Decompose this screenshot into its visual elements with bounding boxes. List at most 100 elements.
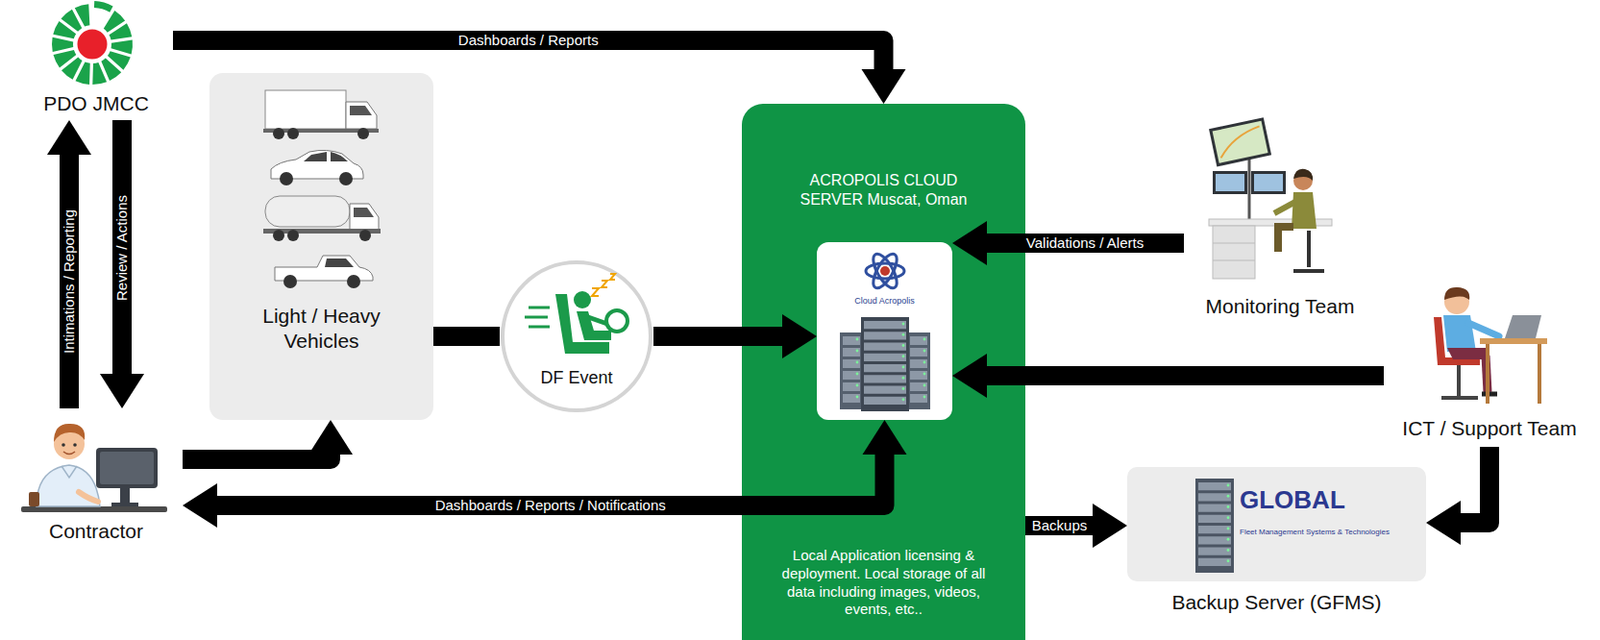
rack-slots-part <box>1227 484 1231 488</box>
ict-figure-part <box>1441 395 1478 400</box>
edge-label: Intimations / Reporting <box>59 204 79 357</box>
cloud-acropolis-logo-part <box>865 263 905 279</box>
rack-slots-part <box>923 395 927 399</box>
rack-slots-part <box>1227 548 1231 552</box>
rack-slots-part <box>863 353 907 362</box>
rack-slots-part <box>910 382 928 392</box>
pdo-logo-part <box>60 9 82 32</box>
edge-label-holder: Backups <box>1028 516 1092 536</box>
contractor-figure-part <box>78 492 99 502</box>
monitoring-figure-part <box>1215 173 1245 192</box>
cloud-server-rack-part <box>907 332 931 410</box>
node-title: DF Event <box>540 367 613 390</box>
tanker-truck-part <box>353 207 374 218</box>
rack-slots-part <box>910 359 928 369</box>
pdo-logo-part <box>100 57 122 80</box>
connector-arrow <box>433 326 500 346</box>
drowsy-driver-icon-part <box>588 317 608 324</box>
team-node: ICT / Support Team <box>1383 278 1596 447</box>
ict-figure-part <box>1444 289 1470 315</box>
contractor-figure-part <box>36 465 100 507</box>
rack-slots-part <box>1198 558 1231 567</box>
monitoring-figure-part <box>1208 219 1332 226</box>
car-part <box>330 151 348 162</box>
pdo-logo <box>51 0 133 85</box>
box-truck-part <box>287 127 299 140</box>
ict-figure-part <box>1485 344 1490 404</box>
rack-slots-part <box>842 347 861 357</box>
rack-slots-part <box>863 396 907 405</box>
pdo-logo-part <box>52 49 76 69</box>
ict-figure-part <box>1444 287 1470 300</box>
rack-slots-part <box>1227 494 1231 498</box>
drowsy-driver-icon-part <box>576 311 612 341</box>
cloud-acropolis-logo-part <box>880 266 890 276</box>
drowsy-driver-icon-part <box>524 307 550 327</box>
drowsy-driver-icon-part <box>573 291 591 309</box>
node-title: Light / Heavy Vehicles <box>240 303 404 355</box>
organization-node: PDO JMCC <box>19 0 173 121</box>
edge-label-holder: Dashboards / Reports <box>454 30 603 50</box>
pickup-truck <box>274 255 373 289</box>
connector-arrow <box>1025 516 1094 536</box>
monitoring-figure-part <box>1278 226 1294 252</box>
monitoring-figure-part <box>1291 192 1317 229</box>
backup-panel: Backup Server (GFMS) <box>1127 467 1427 582</box>
rack-slots-part <box>1198 515 1231 523</box>
connector-arrow <box>182 453 331 460</box>
actor-node: Contractor <box>9 408 183 548</box>
node-title: Backup Server (GFMS) <box>1171 590 1381 616</box>
pdo-logo-part <box>74 62 90 85</box>
monitoring-figure-part <box>1293 169 1313 181</box>
rack-slots-part <box>1227 527 1231 531</box>
cloud-server-rack-part <box>861 317 910 412</box>
rack-slots-part <box>910 347 928 357</box>
contractor-figure-part <box>53 423 85 443</box>
tanker-truck-part <box>349 203 379 233</box>
pdo-logo-part <box>103 10 125 33</box>
tanker-truck-part <box>265 196 350 227</box>
edge-label-holder: Review / Actions <box>112 190 132 304</box>
car-part <box>279 172 294 186</box>
node-title: Cloud Acropolis <box>854 295 915 307</box>
box-truck-part <box>263 128 379 133</box>
logo-text: GLOBAL <box>1239 485 1346 515</box>
contractor-figure-part <box>111 502 139 507</box>
edge-label: Validations / Alerts <box>1022 233 1148 253</box>
edge-label: Dashboards / Reports <box>454 30 603 50</box>
box-truck-part <box>265 90 346 129</box>
pickup-truck-part <box>274 255 373 281</box>
contractor-figure-part <box>99 451 154 485</box>
rack-slots-part <box>863 364 907 372</box>
ict-figure-part <box>1481 392 1498 397</box>
logo-text-holder: Fleet Management Systems & Technologies <box>1239 520 1390 539</box>
rack-slots-part <box>1227 516 1231 519</box>
ict-figure-part <box>1443 315 1477 352</box>
ict-figure <box>1433 287 1548 404</box>
connector-arrow <box>59 153 79 409</box>
cloud-server-rack-part <box>839 332 863 410</box>
rack-slots-part <box>902 354 906 358</box>
rack-slots-part <box>923 361 927 365</box>
car-part <box>270 149 364 179</box>
drowsy-driver-icon <box>524 273 628 354</box>
rack-slots <box>842 320 1231 567</box>
pdo-logo-part <box>111 39 133 54</box>
rack-slots-part <box>923 338 927 342</box>
pdo-logo-part <box>92 62 107 85</box>
pdo-logo-part <box>94 0 114 13</box>
node-title: ACROPOLIS CLOUD SERVER Muscat, Oman <box>792 171 976 210</box>
edge-label-holder: Intimations / Reporting <box>59 204 79 357</box>
backup-server-rack <box>1195 478 1234 573</box>
pickup-truck-part <box>324 258 354 268</box>
logo-text-holder: GLOBAL <box>1239 486 1346 516</box>
drowsy-driver-icon-part <box>555 294 610 354</box>
cloud-acropolis-logo-part <box>868 250 902 293</box>
rack-slots-part <box>910 336 928 345</box>
ict-figure-part <box>1433 317 1480 366</box>
tanker-truck-part <box>359 229 371 242</box>
circle-outline <box>499 259 654 414</box>
node-title: Contractor <box>49 518 144 544</box>
rack-slots-part <box>863 374 907 383</box>
box-truck-part <box>345 101 377 129</box>
